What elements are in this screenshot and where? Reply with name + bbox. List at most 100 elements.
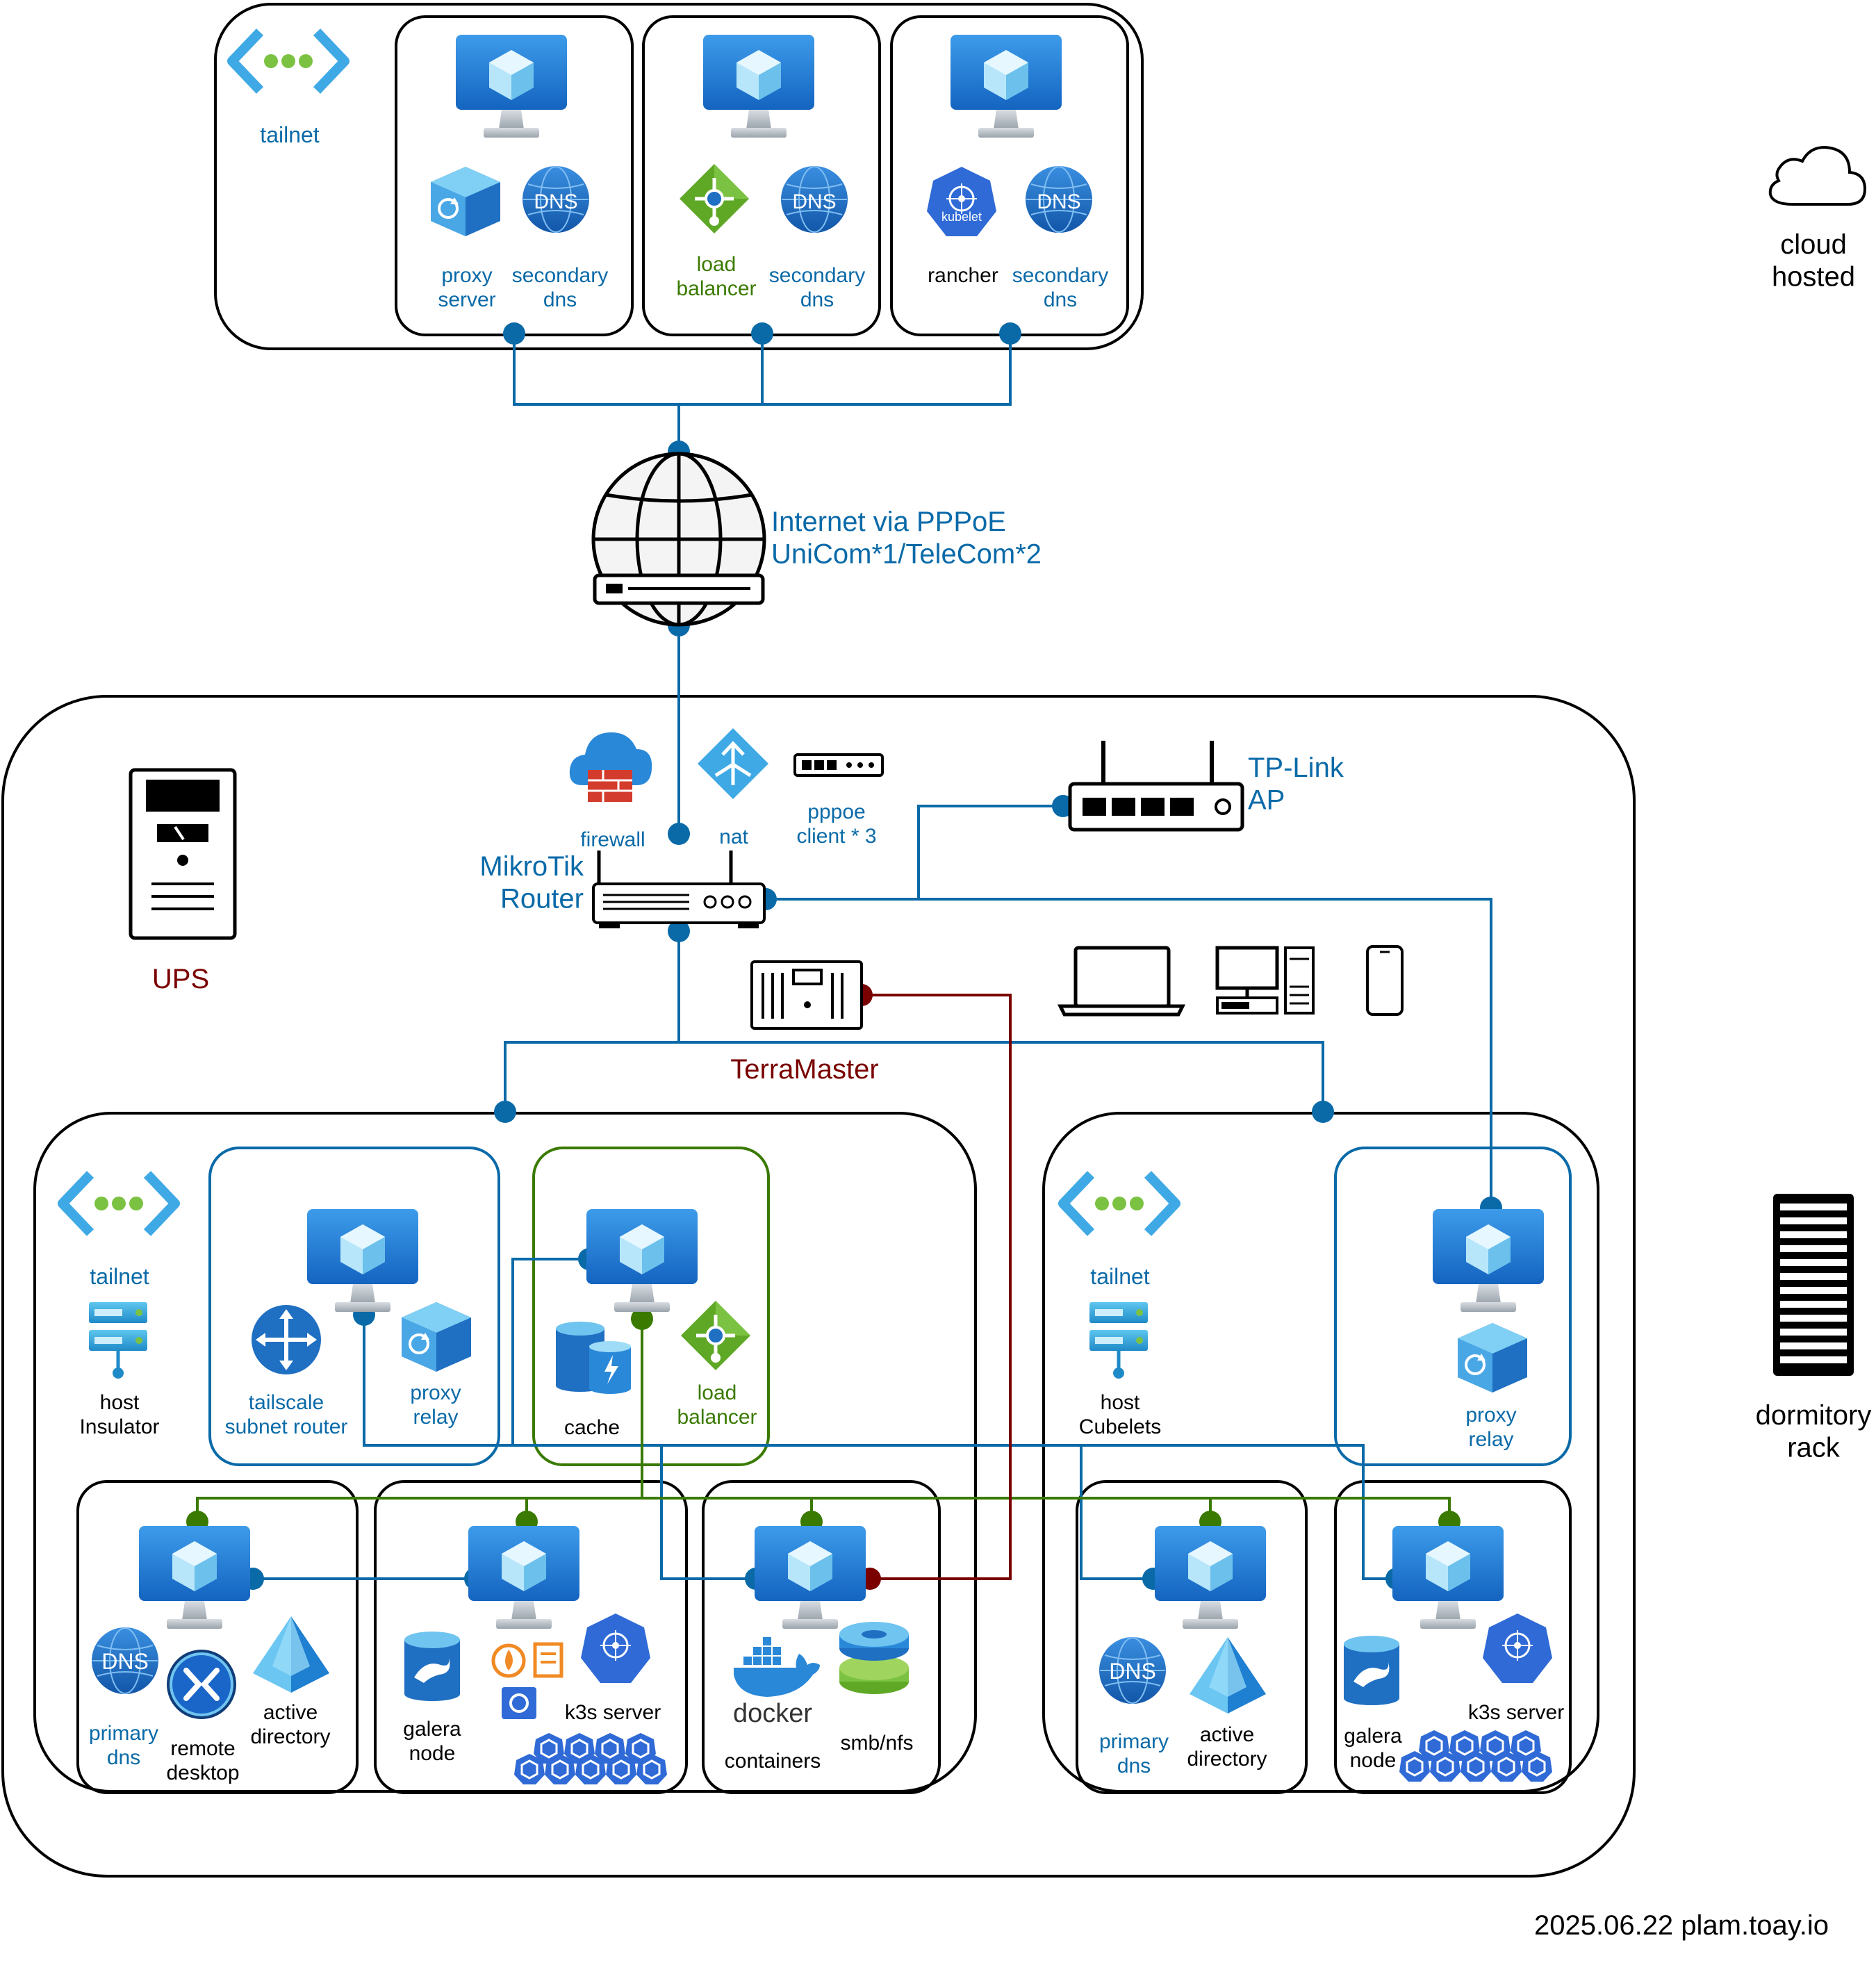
- client-devices: [1057, 945, 1404, 1017]
- docker-text: docker: [733, 1699, 812, 1728]
- load-balancer-icon: [681, 1301, 750, 1370]
- active-directory-icon: [1190, 1637, 1266, 1714]
- load-balancer-icon: [680, 164, 749, 233]
- vm-icon: [456, 35, 567, 138]
- router-icon: [592, 882, 766, 930]
- footer-credit: 2025.06.22 plam.toay.io: [1534, 1910, 1829, 1941]
- host-server-icon: [1089, 1302, 1148, 1379]
- active-directory-icon: [253, 1616, 329, 1693]
- vm-icon: [951, 35, 1062, 138]
- remote-desktop-icon: [167, 1650, 236, 1719]
- dns-icon-text: DNS: [101, 1649, 149, 1674]
- vm-right-dns-box: [1076, 1480, 1308, 1794]
- phone-icon: [1366, 945, 1404, 1016]
- k3s-worker-nodes: [1398, 1729, 1554, 1783]
- vm-storage-box: [702, 1480, 941, 1794]
- dns-icon-text: DNS: [1037, 190, 1080, 213]
- galera-icon: [1344, 1636, 1399, 1705]
- proxy-relay-icon: [400, 1301, 472, 1373]
- k3s-server-label: k3s server: [565, 1701, 661, 1724]
- k3s-control-plane-icon: [579, 1612, 652, 1684]
- vm-icon: [468, 1526, 579, 1629]
- cache-icon: [556, 1322, 631, 1394]
- smb-nfs-label: smb/nfs: [840, 1732, 913, 1755]
- vm-relay-box: [1334, 1147, 1572, 1466]
- vm-icon: [1392, 1526, 1504, 1629]
- vm-icon: [755, 1526, 866, 1629]
- network-links: [196, 334, 1492, 1580]
- tailnet-icon: [1063, 1174, 1176, 1233]
- docker-icon: docker: [733, 1637, 820, 1728]
- firewall-label: firewall: [580, 828, 645, 851]
- firewall-icon: [569, 732, 652, 802]
- proxy-relay-icon: [1456, 1322, 1529, 1394]
- proxy-server-icon: [429, 165, 502, 238]
- monitoring-icons: [491, 1642, 563, 1719]
- dns-icon-text: DNS: [792, 190, 836, 213]
- rancher-label: rancher: [928, 264, 998, 287]
- vm-icon: [703, 35, 814, 138]
- subnet-router-icon: [252, 1305, 321, 1374]
- vm-dns-box: [76, 1480, 359, 1794]
- vm-subnet-router-box: [208, 1147, 500, 1466]
- vm-icon: [139, 1526, 250, 1629]
- nat-label: nat: [719, 826, 748, 848]
- right-tailnet-label: tailnet: [1090, 1264, 1150, 1289]
- vm-right-k3s-box: [1334, 1480, 1572, 1794]
- left-tailnet-label: tailnet: [90, 1264, 149, 1289]
- smb-nfs-icon: [839, 1622, 909, 1694]
- tailnet-icon: [63, 1174, 175, 1233]
- mikrotik-router: [592, 851, 766, 930]
- cloud-tailnet-label: tailnet: [260, 122, 320, 147]
- ups-label: UPS: [152, 964, 209, 994]
- laptop-icon: [1057, 946, 1186, 1017]
- galera-icon: [404, 1632, 460, 1701]
- kubelet-icon: [925, 165, 998, 238]
- cache-label: cache: [564, 1416, 620, 1439]
- vm-icon: [1155, 1526, 1266, 1629]
- containers-label: containers: [725, 1750, 821, 1773]
- dormitory-region: [1, 695, 1636, 1878]
- dns-icon-text: DNS: [1109, 1659, 1156, 1684]
- tp-link-ap: [1068, 741, 1244, 832]
- k3s-worker-nodes: [513, 1732, 668, 1786]
- vm-icon: [307, 1209, 418, 1312]
- cloud-icon: [1768, 145, 1867, 206]
- k3s-control-plane-icon: [1481, 1612, 1554, 1684]
- terramaster-label: TerraMaster: [730, 1054, 878, 1085]
- dns-icon-text: DNS: [534, 190, 577, 213]
- nat-icon: [698, 728, 768, 799]
- pppoe-client-icon: [793, 753, 884, 777]
- kubelet-icon-text: kubelet: [941, 210, 982, 224]
- desktop-pc-icon: [1215, 946, 1315, 1015]
